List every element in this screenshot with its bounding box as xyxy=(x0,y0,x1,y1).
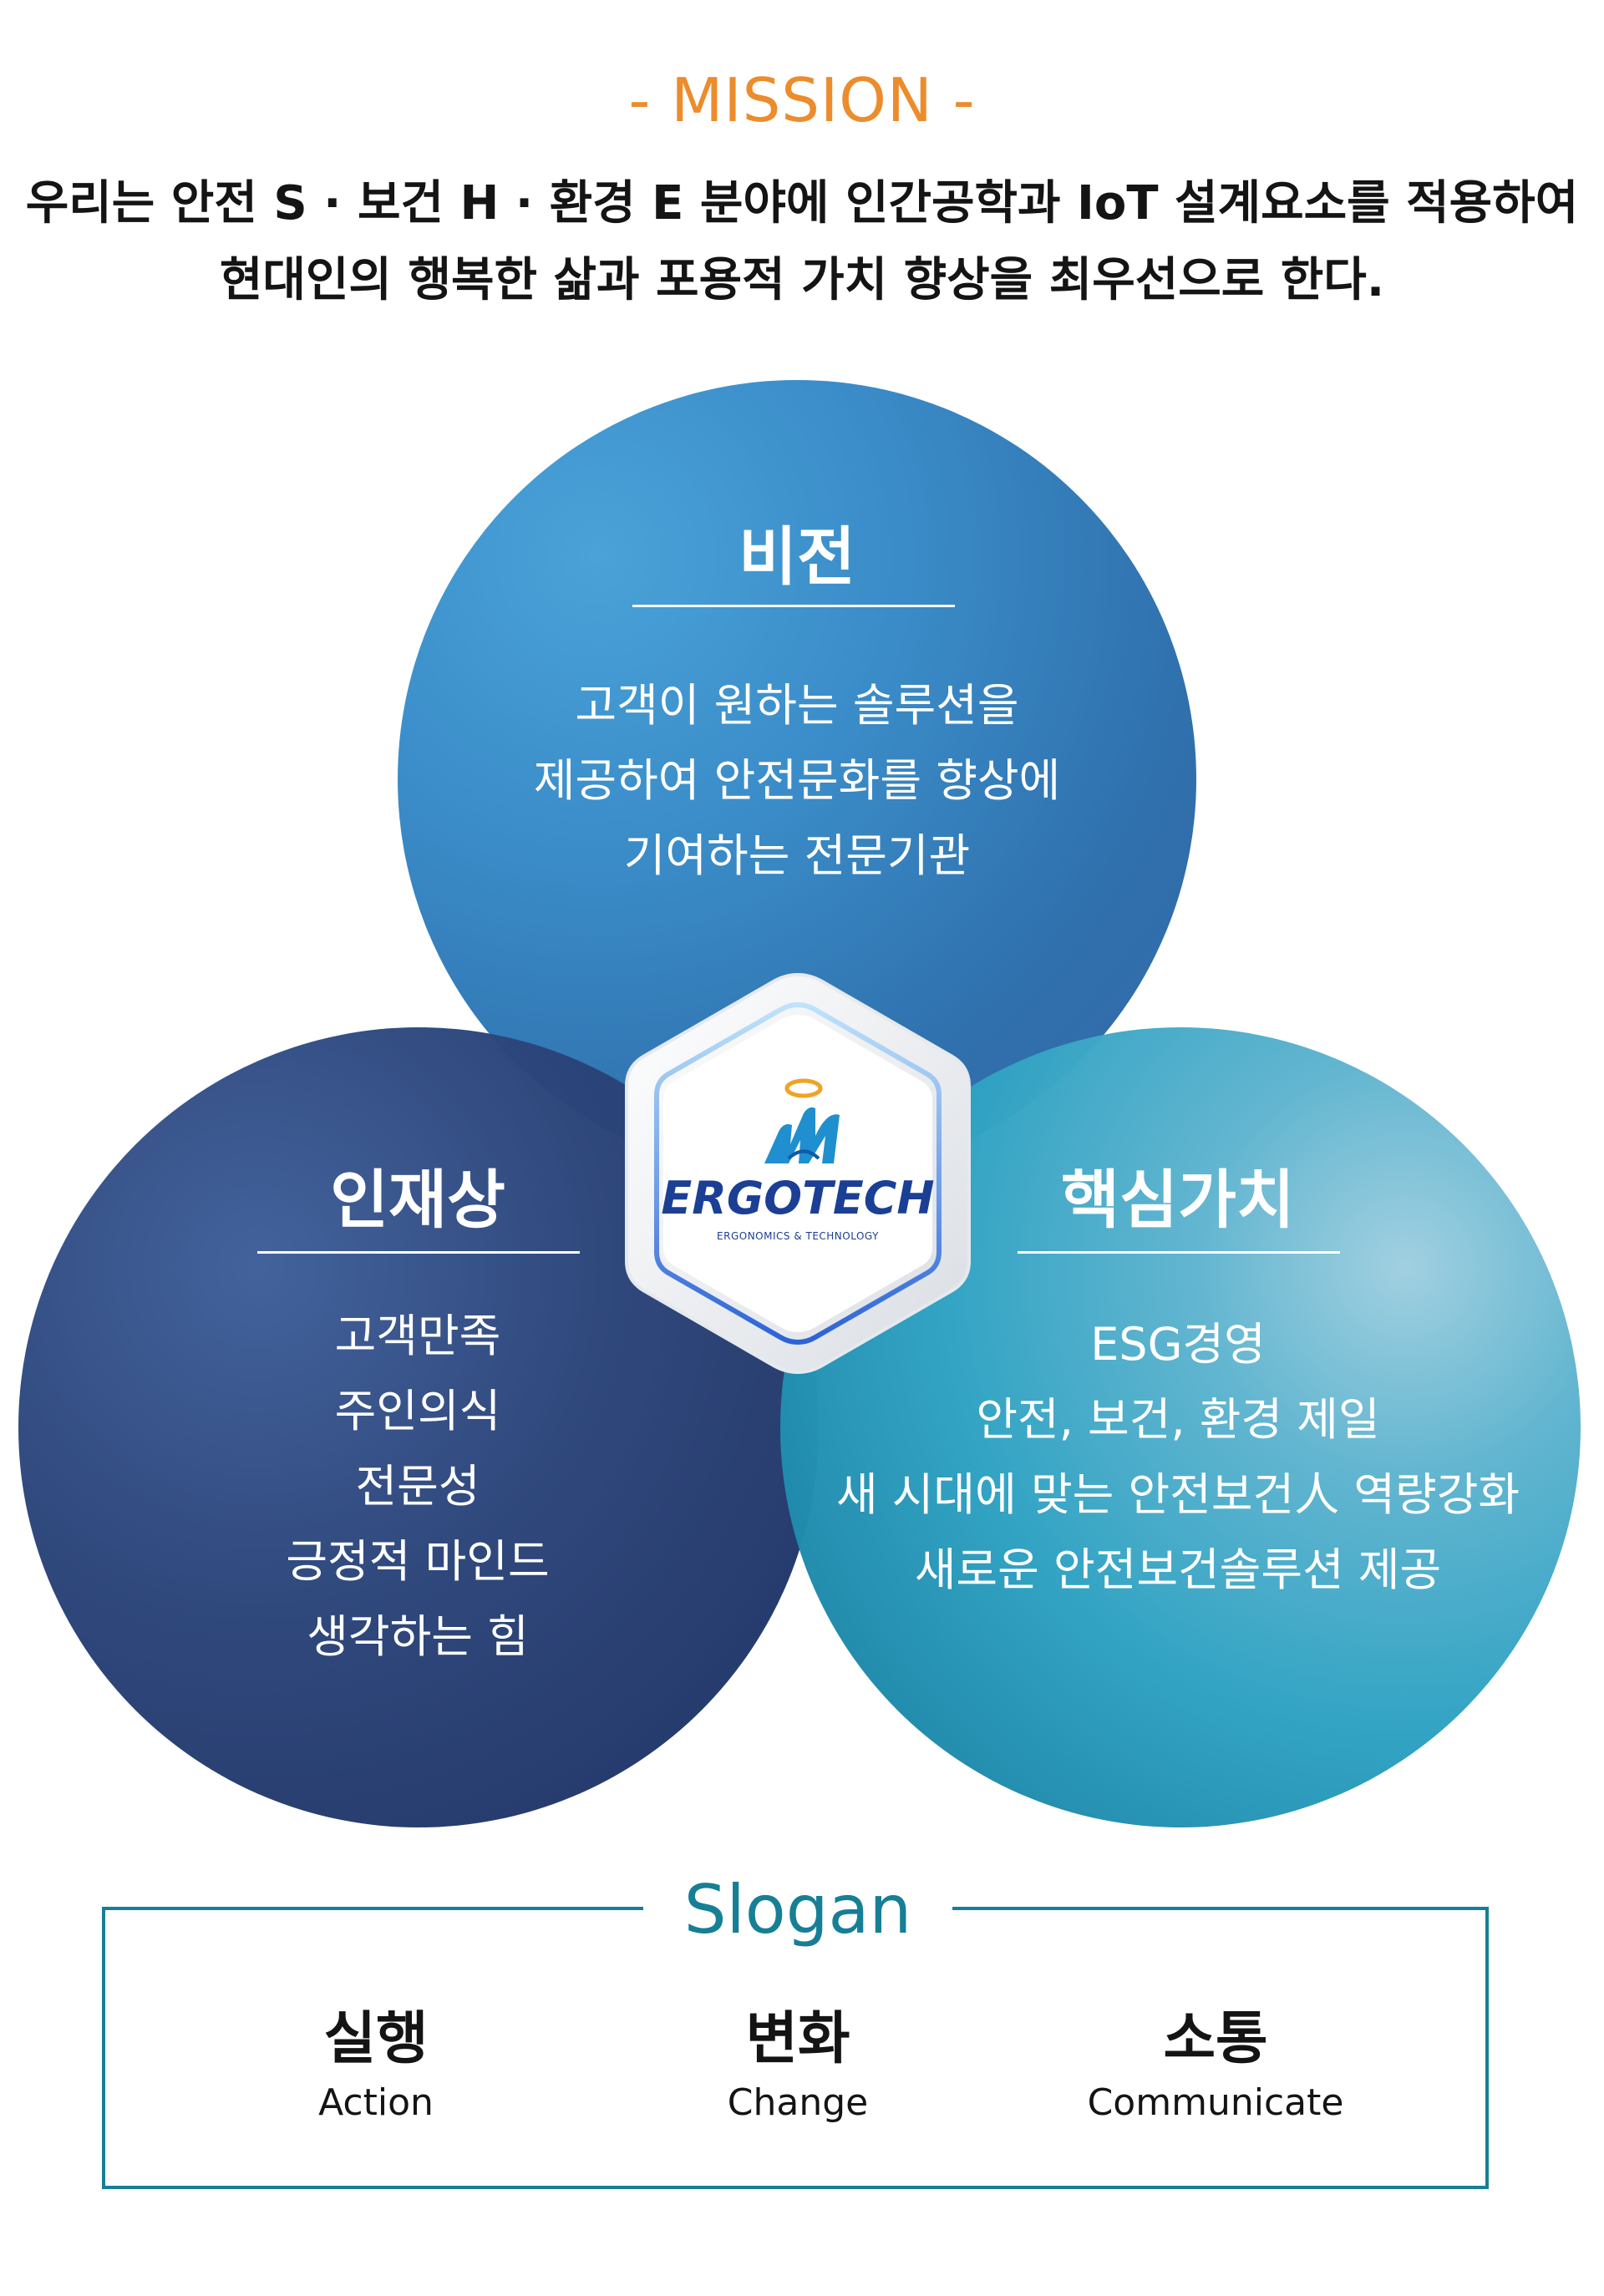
core-value-item: 새 시대에 맞는 안전보건人 역량강화 xyxy=(835,1468,1520,1521)
core-values-divider xyxy=(1018,1251,1340,1254)
mission-statement-line-2: 현대인의 행복한 삶과 포용적 가치 향상을 최우선으로 한다. xyxy=(219,253,1385,307)
slogan-item-communicate-korean: 소통 xyxy=(1163,2006,1268,2072)
mission-label: - MISSION - xyxy=(628,65,976,135)
talent-item: 주인의식 xyxy=(334,1385,501,1437)
slogan-item-action-korean: 실행 xyxy=(323,2006,429,2072)
talent-divider xyxy=(257,1251,580,1254)
hexagon-frame-icon xyxy=(625,972,971,1375)
talent-item: 고객만족 xyxy=(334,1310,501,1362)
talent-item: 긍정적 마인드 xyxy=(286,1535,550,1588)
ergotech-wordmark: ERGOTECH xyxy=(661,1172,935,1224)
vision-line: 기여하는 전문기관 xyxy=(623,829,971,882)
vision-line: 제공하여 안전문화를 향상에 xyxy=(533,754,1061,807)
ergotech-emblem-icon xyxy=(764,1078,840,1163)
ergotech-logo-badge: ERGOTECH ERGONOMICS & TECHNOLOGY xyxy=(610,965,986,1382)
vision-title: 비전 xyxy=(739,520,855,594)
slogan-item-change-korean: 변화 xyxy=(745,2006,850,2072)
slogan-item-action-english: Action xyxy=(318,2081,434,2124)
core-values-list: ESG경영 안전, 보건, 환경 제일 새 시대에 맞는 안전보건人 역량강화 … xyxy=(785,1307,1571,1608)
talent-item: 생각하는 힘 xyxy=(307,1610,529,1663)
slogan-title: Slogan xyxy=(643,1871,952,1949)
slogan-item-communicate-english: Communicate xyxy=(1087,2081,1344,2124)
core-values-title: 핵심가치 xyxy=(1061,1163,1295,1237)
core-value-item: 새로운 안전보건솔루션 제공 xyxy=(914,1543,1442,1596)
core-value-item: ESG경영 xyxy=(1090,1318,1266,1371)
slogan-item-change-english: Change xyxy=(727,2081,869,2124)
talent-title: 인재상 xyxy=(330,1163,505,1237)
talent-item: 전문성 xyxy=(355,1460,480,1513)
vision-description: 고객이 원하는 솔루션을 제공하여 안전문화를 향상에 기여하는 전문기관 xyxy=(463,668,1131,894)
talent-list: 고객만족 주인의식 전문성 긍정적 마인드 생각하는 힘 xyxy=(167,1299,668,1675)
core-value-item: 안전, 보건, 환경 제일 xyxy=(976,1393,1380,1446)
vision-divider xyxy=(632,605,955,607)
mission-statement-line-1: 우리는 안전 S · 보건 H · 환경 E 분야에 인간공학과 IoT 설계요… xyxy=(25,176,1579,231)
vision-line: 고객이 원하는 솔루션을 xyxy=(575,679,1019,732)
ergotech-tagline: ERGONOMICS & TECHNOLOGY xyxy=(717,1230,879,1242)
